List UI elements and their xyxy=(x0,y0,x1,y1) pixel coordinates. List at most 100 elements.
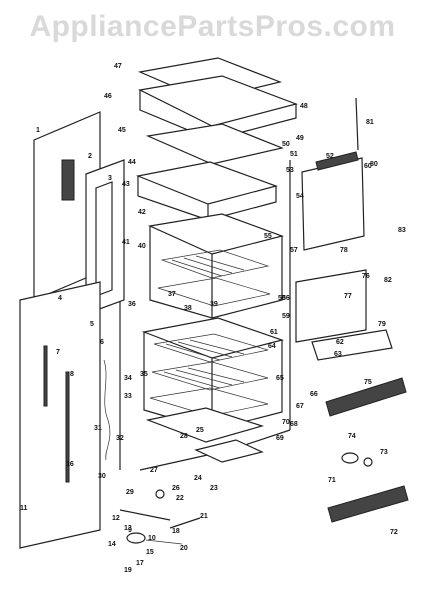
part-label-28: 28 xyxy=(180,433,188,440)
bottom-panel xyxy=(145,407,265,443)
part-label-43: 43 xyxy=(122,181,130,188)
part-label-44: 44 xyxy=(128,159,136,166)
kick-plate xyxy=(194,439,264,463)
lower-oven-rack-2 xyxy=(151,361,269,391)
part-label-53: 53 xyxy=(286,167,294,174)
part-label-46: 46 xyxy=(104,93,112,100)
part-label-4: 4 xyxy=(58,295,62,302)
part-label-51: 51 xyxy=(290,151,298,158)
part-label-57: 57 xyxy=(290,247,298,254)
upper-oven-side xyxy=(137,176,209,221)
part-label-41: 41 xyxy=(122,239,130,246)
part-label-39: 39 xyxy=(210,301,218,308)
control-panel-lower xyxy=(327,485,409,523)
part-label-32: 32 xyxy=(116,435,124,442)
part-label-58: 58 xyxy=(278,295,286,302)
control-knob xyxy=(341,452,373,467)
wiring-harness xyxy=(103,359,111,461)
part-label-20: 20 xyxy=(180,545,188,552)
part-label-74: 74 xyxy=(348,433,356,440)
part-label-79: 79 xyxy=(378,321,386,328)
part-label-27: 27 xyxy=(150,467,158,474)
part-label-5: 5 xyxy=(90,321,94,328)
cabinet-top-frame xyxy=(145,123,285,165)
part-label-13: 13 xyxy=(124,525,132,532)
part-label-82: 82 xyxy=(384,277,392,284)
part-label-24: 24 xyxy=(194,475,202,482)
upper-liner-right xyxy=(211,236,283,319)
part-label-36: 36 xyxy=(128,301,136,308)
upper-door-panel xyxy=(301,157,365,251)
part-label-17: 17 xyxy=(136,560,144,567)
part-label-1: 1 xyxy=(36,127,40,134)
part-label-63: 63 xyxy=(334,351,342,358)
part-label-83: 83 xyxy=(398,227,406,234)
lower-door-trim xyxy=(311,329,393,361)
part-label-12: 12 xyxy=(112,515,120,522)
part-label-11: 11 xyxy=(20,505,28,512)
part-label-56: 56 xyxy=(282,295,290,302)
lower-broil-pan xyxy=(149,387,269,417)
part-label-10: 10 xyxy=(148,535,156,542)
part-label-75: 75 xyxy=(364,379,372,386)
part-label-49: 49 xyxy=(296,135,304,142)
part-label-45: 45 xyxy=(118,127,126,134)
small-parts-cluster xyxy=(119,489,201,545)
part-label-55: 55 xyxy=(264,233,272,240)
part-label-42: 42 xyxy=(138,209,146,216)
front-panel-slot-2 xyxy=(65,371,70,483)
upper-door-handle xyxy=(315,151,359,171)
part-label-59: 59 xyxy=(282,313,290,320)
handle-rod xyxy=(355,97,359,151)
part-label-52: 52 xyxy=(326,153,334,160)
part-label-62: 62 xyxy=(336,339,344,346)
control-panel-upper xyxy=(325,377,407,417)
lower-front-panel xyxy=(19,281,101,549)
part-label-64: 64 xyxy=(268,343,276,350)
part-label-3: 3 xyxy=(108,175,112,182)
part-label-78: 78 xyxy=(340,247,348,254)
front-trim-inner xyxy=(95,181,113,297)
part-label-48: 48 xyxy=(300,103,308,110)
part-label-38: 38 xyxy=(184,305,192,312)
part-label-54: 54 xyxy=(296,193,304,200)
lower-oven-rack-1 xyxy=(153,333,269,363)
lower-door-panel xyxy=(295,269,367,343)
part-label-35: 35 xyxy=(140,371,148,378)
part-label-66: 66 xyxy=(310,391,318,398)
part-label-7: 7 xyxy=(56,349,60,356)
part-label-65: 65 xyxy=(276,375,284,382)
part-label-14: 14 xyxy=(108,541,116,548)
part-label-77: 77 xyxy=(344,293,352,300)
part-label-8: 8 xyxy=(70,371,74,378)
part-label-61: 61 xyxy=(270,329,278,336)
part-label-21: 21 xyxy=(200,513,208,520)
part-label-34: 34 xyxy=(124,375,132,382)
rating-label xyxy=(61,159,75,201)
part-label-18: 18 xyxy=(172,528,180,535)
part-label-15: 15 xyxy=(146,549,154,556)
part-label-33: 33 xyxy=(124,393,132,400)
front-panel-slot-1 xyxy=(43,345,48,407)
part-label-71: 71 xyxy=(328,477,336,484)
upper-oven-liner xyxy=(147,213,285,255)
part-label-70: 70 xyxy=(282,419,290,426)
part-label-80: 80 xyxy=(370,161,378,168)
part-label-25: 25 xyxy=(196,427,204,434)
part-label-19: 19 xyxy=(124,567,132,574)
upper-oven-top xyxy=(135,161,279,205)
part-label-2: 2 xyxy=(88,153,92,160)
part-label-69: 69 xyxy=(276,435,284,442)
part-label-76: 76 xyxy=(362,273,370,280)
part-label-40: 40 xyxy=(138,243,146,250)
part-label-23: 23 xyxy=(210,485,218,492)
part-label-37: 37 xyxy=(168,291,176,298)
part-label-9: 9 xyxy=(128,527,132,534)
part-number-labels: 1234567891011121314151617181920212223242… xyxy=(20,63,406,574)
part-label-67: 67 xyxy=(296,403,304,410)
part-label-31: 31 xyxy=(94,425,102,432)
part-label-6: 6 xyxy=(100,339,104,346)
part-label-22: 22 xyxy=(176,495,184,502)
part-label-16: 16 xyxy=(66,461,74,468)
